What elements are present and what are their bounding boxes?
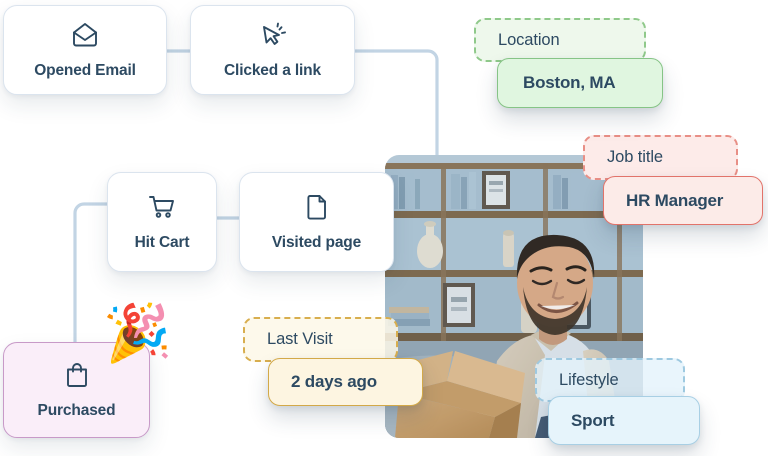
attribute-value-lifestyle[interactable]: Sport [548,396,700,445]
document-page-icon [304,193,330,221]
shopping-cart-icon [147,193,177,221]
event-label: Visited page [271,233,362,251]
open-envelope-icon [70,21,100,49]
attribute-label-lifestyle: Lifestyle [535,358,685,402]
attribute-value-location[interactable]: Boston, MA [497,58,663,108]
event-label: Opened Email [34,61,136,79]
shopping-bag-icon [63,361,91,389]
event-card-clicked-link[interactable]: Clicked a link [190,5,355,95]
attribute-label-text: Location [498,30,560,49]
attribute-value-text: 2 days ago [291,372,377,391]
attribute-label-text: Lifestyle [559,370,619,389]
event-card-purchased[interactable]: Purchased [3,342,150,438]
attribute-value-text: Sport [571,410,615,430]
attribute-label-text: Job title [607,148,663,166]
attribute-value-lastvisit[interactable]: 2 days ago [268,358,423,406]
event-label: Clicked a link [224,61,321,79]
event-label: Hit Cart [134,233,190,251]
attribute-label-text: Last Visit [267,330,333,348]
attribute-value-text: Boston, MA [523,73,616,92]
attribute-value-jobtitle[interactable]: HR Manager [603,176,763,225]
event-card-hit-cart[interactable]: Hit Cart [107,172,217,272]
cursor-click-icon [258,21,288,49]
attribute-label-location: Location [474,18,646,62]
event-card-opened-email[interactable]: Opened Email [3,5,167,95]
event-card-visited-page[interactable]: Visited page [239,172,394,272]
attribute-label-jobtitle: Job title [583,135,738,180]
attribute-value-text: HR Manager [626,190,724,210]
attribute-label-lastvisit: Last Visit [243,317,398,362]
event-label: Purchased [37,401,116,419]
party-popper-emoji: 🎉 [101,300,174,366]
